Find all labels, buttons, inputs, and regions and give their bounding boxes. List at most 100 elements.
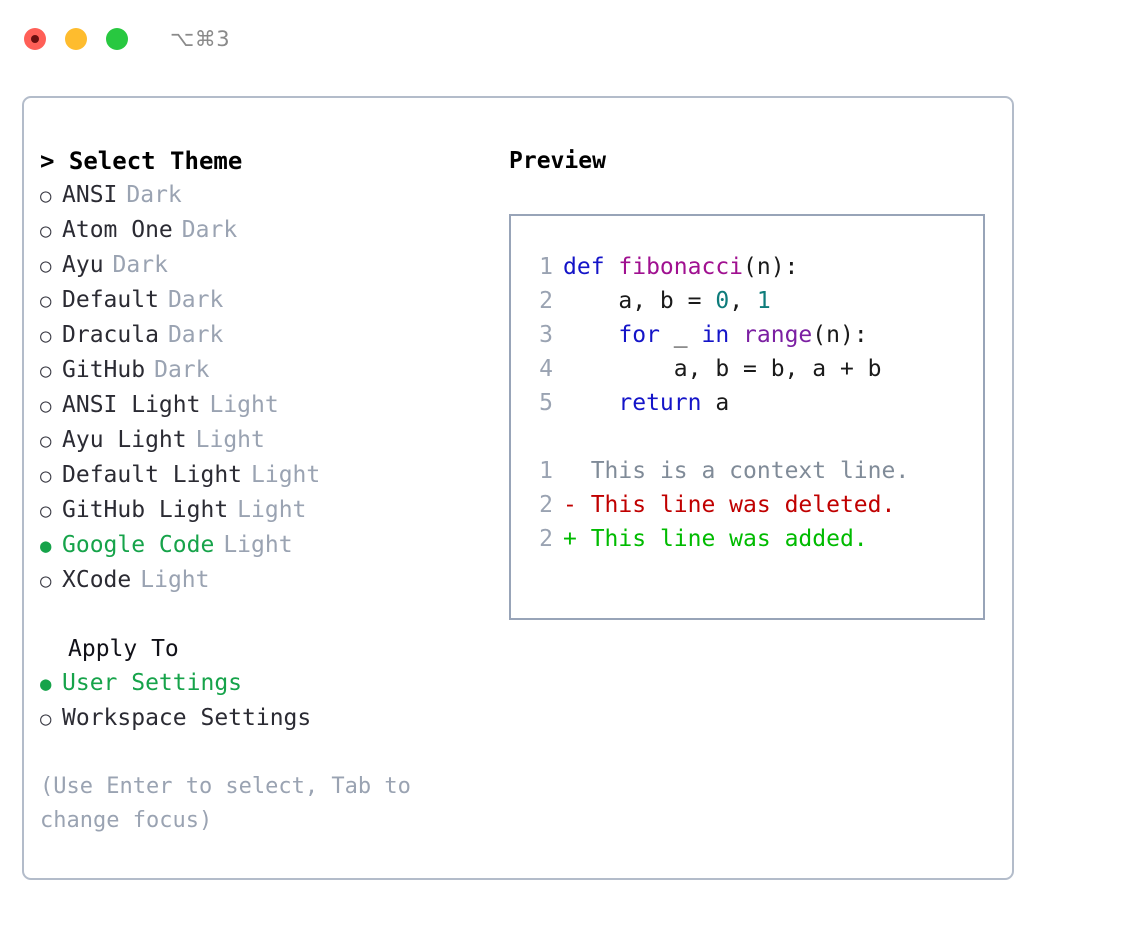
theme-option-label: GitHub Light [62,497,229,523]
apply-to-header: Apply To [68,636,179,662]
code-token [729,322,743,348]
diff-marker [563,454,591,488]
theme-option-kind: Light [223,532,293,558]
code-token: range [743,322,813,348]
select-theme-header-label: Select Theme [68,147,243,175]
diff-line-text: This is a context line. [590,458,910,484]
line-number: 2 [539,526,553,552]
theme-option-kind: Light [209,392,279,418]
theme-option-label: Default Light [62,462,243,488]
minimize-button[interactable] [65,28,87,50]
apply-to-option-workspace-settings[interactable]: ○Workspace Settings [40,701,494,736]
code-token: 1 [756,288,771,314]
code-token: a, b = b, a + b [563,356,882,382]
diff-sample: 1 This is a context line.2- This line wa… [529,454,983,556]
theme-option-kind: Dark [167,322,224,348]
radio-unselected-icon: ○ [40,430,52,452]
line-number: 3 [539,322,553,348]
theme-option-kind: Dark [167,287,224,313]
code-token: (n): [812,322,868,348]
select-theme-header: > Select Theme [40,144,494,178]
theme-option-kind: Light [237,497,307,523]
code-line: 3 for _ in range(n): [529,318,983,352]
code-token [563,322,618,348]
line-number: 5 [539,390,553,416]
apply-to-list: ●User Settings○Workspace Settings [40,666,494,736]
code-token: def [563,254,619,280]
code-diff-gap [529,420,983,454]
traffic-lights [24,28,128,50]
radio-unselected-icon: ○ [40,185,52,207]
code-token: return [618,390,702,416]
theme-option-ansi[interactable]: ○ ANSI Dark [40,178,494,213]
diff-line: 2- This line was deleted. [529,488,983,522]
theme-option-kind: Light [195,427,265,453]
theme-option-label: Default [62,287,159,313]
close-button[interactable] [24,28,46,50]
code-line: 5 return a [529,386,983,420]
prompt-caret: > [40,147,69,175]
theme-option-label: GitHub [62,357,146,383]
code-line-text: def fibonacci(n): [563,250,798,284]
maximize-button[interactable] [106,28,128,50]
code-token: a [701,390,730,416]
theme-option-label: Dracula [62,322,159,348]
radio-unselected-icon: ○ [40,290,52,312]
code-token: (n): [743,254,799,280]
line-number: 2 [539,492,553,518]
radio-unselected-icon: ○ [40,395,52,417]
diff-line-text: This line was deleted. [590,492,896,518]
shortcut-hint: ⌥⌘3 [170,27,231,51]
code-line-text: return a [563,386,729,420]
code-token: a, b = [563,288,716,314]
code-token: fibonacci [618,254,744,280]
theme-option-github-light[interactable]: ○ GitHub Light Light [40,493,494,528]
theme-option-kind: Dark [112,252,168,278]
line-number: 2 [539,288,553,314]
theme-option-kind: Dark [154,357,210,383]
theme-option-label: Ayu Light [62,427,187,453]
radio-unselected-icon: ○ [40,570,52,592]
apply-to-option-user-settings[interactable]: ●User Settings [40,666,494,701]
diff-line: 1 This is a context line. [529,454,983,488]
apply-to-option-label: User Settings [62,670,243,696]
theme-option-dracula[interactable]: ○ Dracula Dark [40,318,494,353]
radio-unselected-icon: ○ [40,325,52,347]
radio-unselected-icon: ○ [40,255,52,277]
radio-unselected-icon: ○ [40,220,52,242]
diff-marker: - [563,492,591,518]
theme-option-kind: Light [251,462,321,488]
theme-option-label: Google Code [62,532,215,558]
radio-unselected-icon: ○ [40,465,52,487]
preview-title: Preview [509,148,606,174]
theme-option-kind: Dark [126,182,182,208]
theme-option-label: ANSI [62,182,118,208]
keyboard-hint: (Use Enter to select, Tab to change focu… [40,774,425,833]
line-number: 1 [539,458,553,484]
theme-option-ayu-light[interactable]: ○ Ayu Light Light [40,423,494,458]
theme-option-label: ANSI Light [62,392,201,418]
theme-option-ansi-light[interactable]: ○ ANSI Light Light [40,388,494,423]
theme-option-default[interactable]: ○ Default Dark [40,283,494,318]
radio-unselected-icon: ○ [40,500,52,522]
code-line-text: a, b = 0, 1 [563,284,771,318]
line-number: 4 [539,356,553,382]
apply-to-option-label: Workspace Settings [62,705,312,731]
theme-option-default-light[interactable]: ○ Default Light Light [40,458,494,493]
code-token: 0 [715,288,730,314]
title-bar: ⌥⌘3 [0,0,1140,78]
code-token [563,390,618,416]
